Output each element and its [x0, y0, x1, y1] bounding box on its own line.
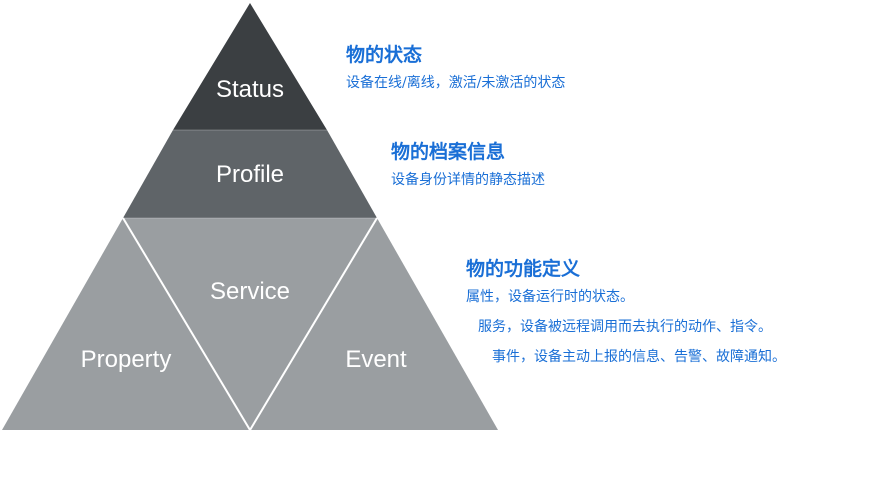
profile-title: 物的档案信息	[391, 141, 506, 163]
divider-line-left	[122, 217, 251, 431]
pyramid-diagram: Status Profile Service Property Event	[2, 3, 498, 431]
property-label: Property	[81, 346, 172, 373]
event-description: 事件，设备主动上报的信息、告警、故障通知。	[492, 349, 786, 365]
profile-label: Profile	[216, 161, 284, 188]
profile-description: 设备身份详情的静态描述	[391, 172, 545, 188]
model-title: 物的功能定义	[466, 258, 581, 280]
status-annotation: 物的状态 设备在线/离线，激活/未激活的状态	[346, 42, 565, 98]
status-description: 设备在线/离线，激活/未激活的状态	[346, 75, 566, 91]
divider-line-right	[249, 217, 378, 431]
profile-annotation: 物的档案信息 设备身份详情的静态描述	[391, 139, 545, 195]
service-label: Service	[210, 278, 290, 305]
status-label: Status	[216, 76, 284, 103]
status-title: 物的状态	[346, 44, 423, 66]
model-annotation: 物的功能定义 属性，设备运行时的状态。 服务，设备被远程调用而去执行的动作、指令…	[466, 256, 786, 372]
status-layer	[173, 3, 327, 130]
bottom-layer	[2, 218, 498, 430]
property-description: 属性，设备运行时的状态。	[466, 289, 634, 305]
profile-layer	[123, 130, 377, 218]
event-label: Event	[345, 346, 407, 373]
service-description: 服务，设备被远程调用而去执行的动作、指令。	[478, 319, 772, 335]
